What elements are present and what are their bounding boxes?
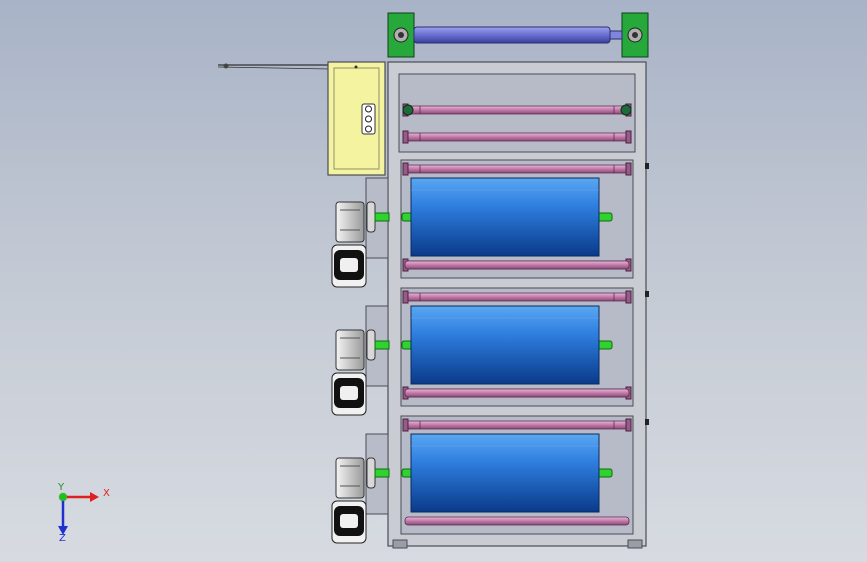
x-axis-label: X: [103, 488, 110, 499]
idler-roller-top: [402, 104, 632, 116]
drum[interactable]: [401, 177, 630, 270]
idler-roller: [402, 418, 632, 432]
idler-roller: [402, 290, 632, 304]
drums: [401, 177, 630, 526]
motors: [331, 177, 390, 544]
motor-assembly[interactable]: [331, 177, 390, 288]
idler-roller: [402, 162, 632, 176]
top-roller: [413, 26, 611, 44]
motor-assembly[interactable]: [331, 305, 390, 416]
axis-triad: X Y Z: [57, 482, 110, 544]
motor-assembly[interactable]: [331, 433, 390, 544]
top-roller-assembly[interactable]: [387, 12, 649, 58]
z-axis-label: Z: [59, 533, 66, 544]
idler-roller: [402, 130, 632, 144]
y-axis-label: Y: [57, 482, 65, 493]
y-axis-dot: [59, 493, 67, 501]
control-box[interactable]: [217, 61, 386, 176]
drum[interactable]: [401, 433, 630, 526]
idler-roller: [402, 103, 632, 117]
drum[interactable]: [401, 305, 630, 398]
